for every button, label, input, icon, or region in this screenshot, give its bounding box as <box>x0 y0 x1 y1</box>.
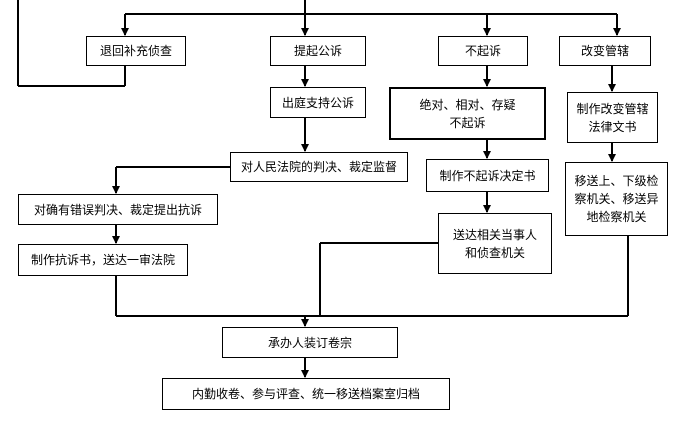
make-no-prosecution-decision-box: 制作不起诉决定书 <box>426 159 549 192</box>
appear-in-court-support-box: 出庭支持公诉 <box>270 87 366 118</box>
make-change-jurisdiction-document-box: 制作改变管辖 法律文书 <box>567 92 658 143</box>
court-judgment-supervision-box: 对人民法院的判决、裁定监督 <box>230 152 408 182</box>
no-prosecution-box: 不起诉 <box>438 36 528 66</box>
archive-filing-box: 内勤收卷、参与评查、统一移送档案室归档 <box>162 378 450 410</box>
change-jurisdiction-box: 改变管辖 <box>559 36 651 66</box>
make-protest-document-box: 制作抗诉书，送达一审法院 <box>18 244 188 276</box>
return-supplementary-investigation-box: 退回补充侦查 <box>86 36 186 66</box>
bind-case-files-box: 承办人装订卷宗 <box>222 327 398 358</box>
deliver-to-parties-box: 送达相关当事人 和侦查机关 <box>438 213 552 274</box>
absolute-relative-doubtful-no-prosecution-box: 绝对、相对、存疑 不起诉 <box>389 87 546 140</box>
transfer-to-procuratorate-box: 移送上、下级检 察机关、移送异 地检察机关 <box>565 162 668 236</box>
protest-erroneous-judgment-box: 对确有错误判决、裁定提出抗诉 <box>18 194 218 225</box>
initiate-prosecution-box: 提起公诉 <box>270 36 366 66</box>
